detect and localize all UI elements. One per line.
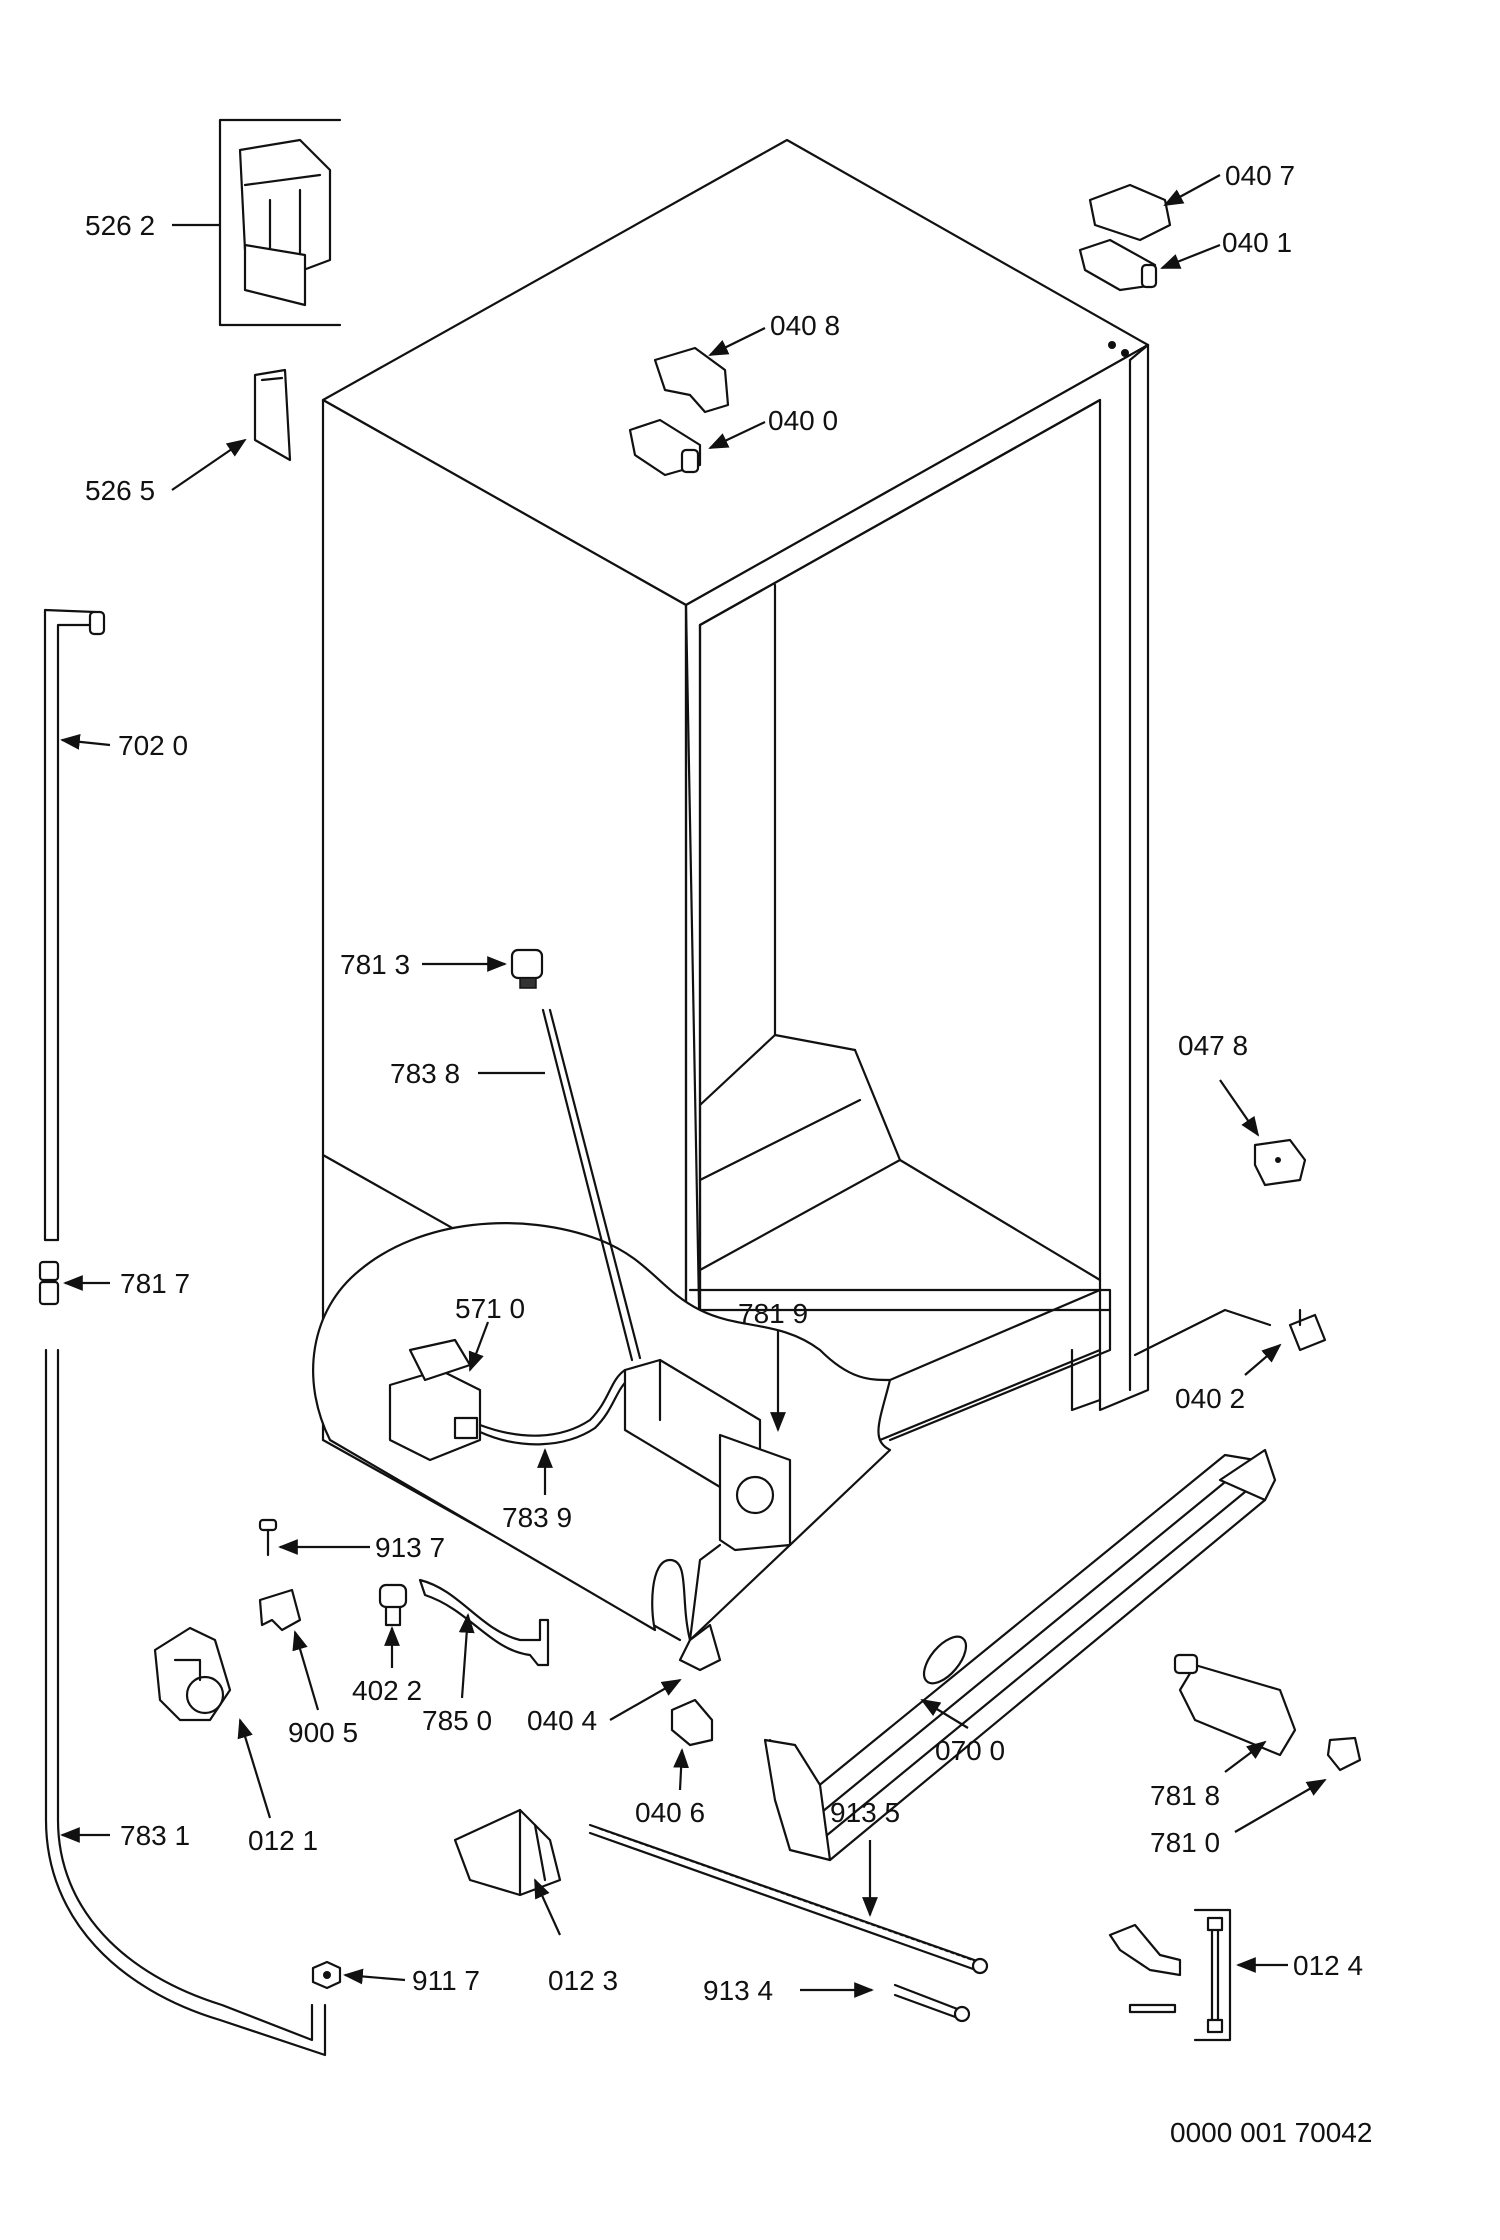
part-5265-clip: [253, 368, 292, 462]
label-5710: 571 0: [455, 1293, 525, 1324]
label-7020: 702 0: [118, 730, 188, 761]
part-0400-hinge: [628, 418, 702, 477]
part-7819-housing: [623, 1358, 792, 1552]
part-0478-clip: [1253, 1138, 1307, 1187]
label-7813: 781 3: [340, 949, 410, 980]
part-0401-hinge: [1078, 238, 1158, 357]
drawing-number: 0000 001 70042: [1170, 2117, 1372, 2148]
part-0121-hinge: [153, 1626, 232, 1722]
refrigerator-cabinet: [312, 138, 1150, 1642]
part-7810-cap: [1326, 1736, 1362, 1772]
part-9137-screw: [258, 1518, 278, 1557]
part-labels: 526 2 526 5 702 0 781 3 783 8 781 7 571 …: [85, 160, 1372, 2148]
part-0700-rail: [763, 1448, 1277, 1862]
part-7850-hose: [418, 1578, 550, 1667]
label-0478: 047 8: [1178, 1030, 1248, 1061]
label-7818: 781 8: [1150, 1780, 1220, 1811]
label-0400: 040 0: [768, 405, 838, 436]
label-0404: 040 4: [527, 1705, 597, 1736]
part-9134-screw: [893, 1983, 971, 2023]
label-5262: 526 2: [85, 210, 155, 241]
part-7813-fitting: [510, 948, 544, 989]
label-0402: 040 2: [1175, 1383, 1245, 1414]
label-0700: 070 0: [935, 1735, 1005, 1766]
label-7838: 783 8: [390, 1058, 460, 1089]
label-9005: 900 5: [288, 1717, 358, 1748]
part-0123-hinge: [453, 1808, 562, 1897]
label-0124: 012 4: [1293, 1950, 1363, 1981]
part-0404-block: [678, 1623, 722, 1672]
label-7850: 785 0: [422, 1705, 492, 1736]
part-0402-bracket: [1133, 1308, 1327, 1357]
part-9135-rod: [588, 1823, 989, 1975]
label-7817: 781 7: [120, 1268, 190, 1299]
label-0407: 040 7: [1225, 160, 1295, 191]
part-0406-block: [670, 1698, 714, 1747]
label-0401: 040 1: [1222, 227, 1292, 258]
label-9135: 913 5: [830, 1797, 900, 1828]
label-7819: 781 9: [738, 1298, 808, 1329]
label-9134: 913 4: [703, 1975, 773, 2006]
part-5262-bracket: [218, 118, 342, 327]
label-9117: 911 7: [412, 1965, 480, 1996]
leader-lines: [60, 174, 1327, 1998]
label-7839: 783 9: [502, 1502, 572, 1533]
part-0124-kit: [1108, 1908, 1232, 2042]
part-5710-valve: [388, 1338, 632, 1462]
part-7831-tube: [44, 1348, 327, 2057]
part-4022-grommet: [378, 1583, 408, 1627]
label-7810: 781 0: [1150, 1827, 1220, 1858]
label-0408: 040 8: [770, 310, 840, 341]
label-9137: 913 7: [375, 1532, 445, 1563]
label-5265: 526 5: [85, 475, 155, 506]
part-7838-rod: [541, 1008, 642, 1362]
part-0407-cover: [1088, 183, 1172, 242]
part-7020-tube: [43, 608, 106, 1242]
part-7818-cylinder: [1173, 1653, 1297, 1757]
label-0406: 040 6: [635, 1797, 705, 1828]
part-0408-cover: [653, 346, 730, 414]
part-9005-clip: [258, 1588, 302, 1632]
label-0123: 012 3: [548, 1965, 618, 1996]
label-7831: 783 1: [120, 1820, 190, 1851]
part-9117-nut: [311, 1960, 342, 1990]
part-7817-connector: [38, 1260, 60, 1306]
label-0121: 012 1: [248, 1825, 318, 1856]
label-4022: 402 2: [352, 1675, 422, 1706]
